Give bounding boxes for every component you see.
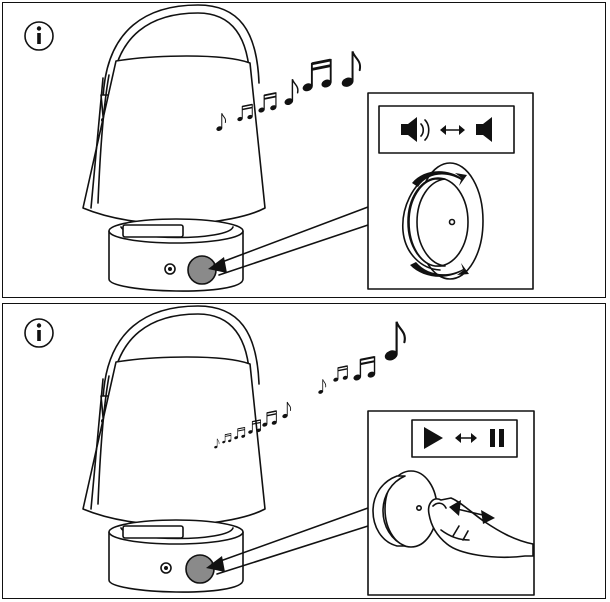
finger-press-icon xyxy=(427,497,534,559)
lantern-speaker xyxy=(82,305,266,593)
double-arrow-icon xyxy=(440,125,465,135)
volume-illustration xyxy=(24,4,534,292)
play-pause-instruction-panel xyxy=(2,303,606,599)
knob-closeup xyxy=(372,470,438,548)
info-circle-icon xyxy=(24,21,54,51)
double-arrow-icon xyxy=(455,433,477,443)
speaker-louder-icon xyxy=(401,117,430,142)
lantern-speaker xyxy=(82,4,266,292)
play-pause-illustration xyxy=(24,305,535,596)
pause-icon xyxy=(490,429,504,447)
volume-knob[interactable] xyxy=(187,255,217,285)
play-icon xyxy=(424,427,443,449)
rotate-arrows-icon xyxy=(402,162,484,280)
play-pause-knob[interactable] xyxy=(185,554,215,584)
volume-instruction-panel xyxy=(2,2,606,298)
speaker-quieter-icon xyxy=(476,117,492,142)
info-circle-icon xyxy=(24,318,54,348)
